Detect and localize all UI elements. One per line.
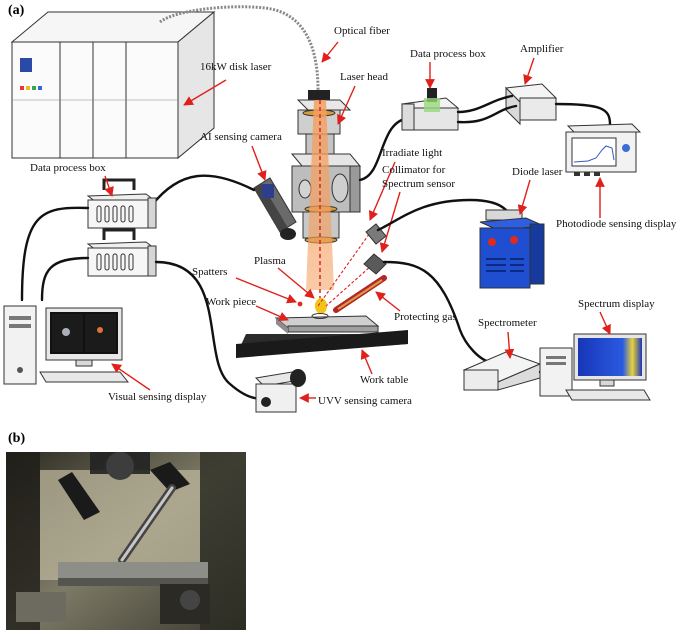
amplifier [504,83,558,126]
ai-camera-arrow [251,145,267,181]
diode-laser-label: Diode laser [512,166,563,178]
data-process-box-right [400,88,460,131]
uvv-sensing-camera [254,369,306,413]
work-table-label: Work table [360,374,408,386]
data-process-box-left-top [86,178,157,229]
optical-fiber [159,5,320,91]
photodiode-display [565,123,642,176]
diode-laser [479,209,545,289]
spectrometer [462,351,542,391]
spectrum-computer [539,333,651,401]
plasma [315,298,327,314]
collimator-label-line2: Spectrum sensor [382,178,455,190]
panel-label-b: (b) [8,431,25,446]
visual-display-label: Visual sensing display [108,391,207,403]
spectrometer-label: Spectrometer [478,317,537,329]
data-process-box-right-label: Data process box [410,48,486,60]
work-piece [274,315,380,334]
spectrum-display-label: Spectrum display [578,298,655,310]
disk-laser-label: 16kW disk laser [200,61,272,73]
protecting-gas-label: Protecting gas [394,311,457,323]
visual-display-arrow [111,363,151,391]
disk-laser-arrow [183,79,227,106]
diode-laser-emitter [365,223,387,245]
panel-label-a: (a) [8,3,25,18]
laser-head-label: Laser head [340,71,388,83]
irradiate-light-ray [317,229,373,307]
irradiate-light-label: Irradiate light [382,147,442,159]
data-process-box-left-arrow [104,175,114,197]
uvv-camera-label: UVV sensing camera [318,395,412,407]
visual-sensing-computer [3,305,130,385]
work-table [236,330,408,358]
spatter [297,301,303,307]
ai-camera-label: AI sensing camera [200,131,282,143]
collimator-label-line1: Collimator for [382,164,446,176]
disk-laser-cabinet [10,10,216,160]
data-process-box-left-bottom [86,228,157,277]
ai-sensing-camera [253,177,297,240]
amplifier-arrow [523,57,535,85]
photodiode-display-label: Photodiode sensing display [556,218,677,230]
laser-head-arrow [337,85,356,125]
data-process-box-left-label: Data process box [30,162,106,174]
experimental-setup-photo [6,452,246,630]
optical-fiber-arrow [321,41,339,63]
spectrum-collimator [363,253,387,275]
optical-fiber-label: Optical fiber [334,25,390,37]
amplifier-label: Amplifier [520,43,564,55]
work-piece-label: Work piece [206,296,256,308]
spatters-label: Spatters [192,266,227,278]
plasma-label: Plasma [254,255,286,267]
